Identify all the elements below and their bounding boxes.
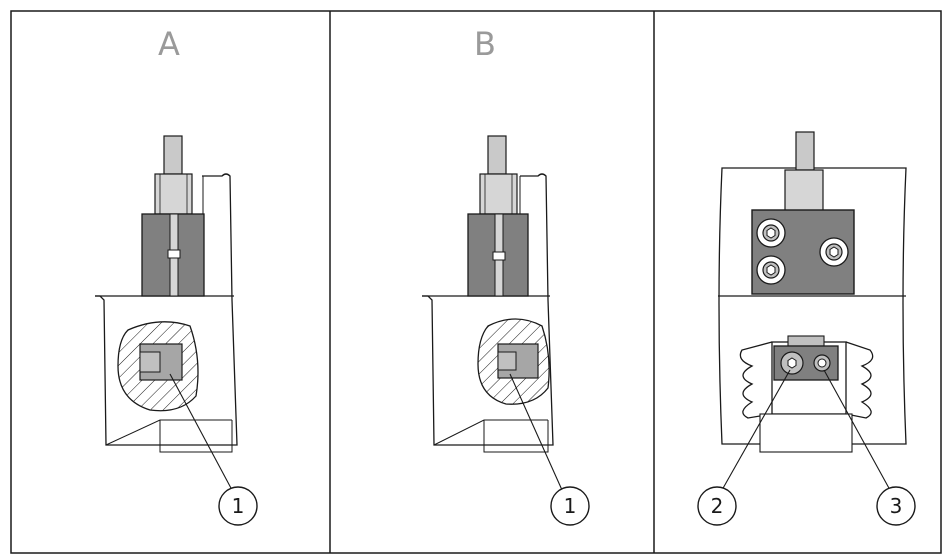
leader-line-a1 xyxy=(169,373,233,491)
callout-label-a1: 1 xyxy=(232,494,245,518)
housing-outline xyxy=(422,173,554,446)
socket-screw-icon xyxy=(780,351,804,375)
set-screw-icon xyxy=(813,354,831,372)
hex-nut xyxy=(154,173,193,215)
callout-label-c3: 3 xyxy=(890,494,903,518)
socket-screw-icon xyxy=(756,255,786,285)
housing-bottom xyxy=(433,419,549,453)
panel-a-letter: A xyxy=(158,25,180,63)
panel-a-drawing: 1 xyxy=(95,135,258,526)
panel-b-letter: B xyxy=(474,25,496,63)
callout-circle-c3 xyxy=(876,486,916,526)
socket-screw-icon xyxy=(819,237,849,267)
leader-line-b1 xyxy=(509,373,563,491)
leader-line-c2 xyxy=(721,369,791,491)
socket-screw-icon xyxy=(756,218,786,248)
wavy-guide-right xyxy=(845,341,874,419)
housing-outline xyxy=(95,173,238,446)
housing-bottom xyxy=(105,419,233,453)
clamp-cap xyxy=(787,335,825,347)
callout-label-c2: 2 xyxy=(711,494,724,518)
bolt-stem xyxy=(795,131,815,171)
wavy-guide-left xyxy=(739,341,773,419)
figure-frame xyxy=(10,10,942,554)
leader-line-c3 xyxy=(823,369,891,491)
callout-circle-b1 xyxy=(550,486,590,526)
panel-c-drawing: 2 3 xyxy=(697,131,916,526)
callout-circle-c2 xyxy=(697,486,737,526)
guide-lower-block xyxy=(759,413,853,453)
callout-circle-a1 xyxy=(218,486,258,526)
hex-nut xyxy=(784,169,824,213)
bolt-stem xyxy=(487,135,507,175)
hex-nut xyxy=(479,173,518,215)
bolt-stem xyxy=(163,135,183,175)
panel-b-drawing: 1 xyxy=(422,135,590,526)
callout-label-b1: 1 xyxy=(564,494,577,518)
housing-outline xyxy=(718,167,907,445)
